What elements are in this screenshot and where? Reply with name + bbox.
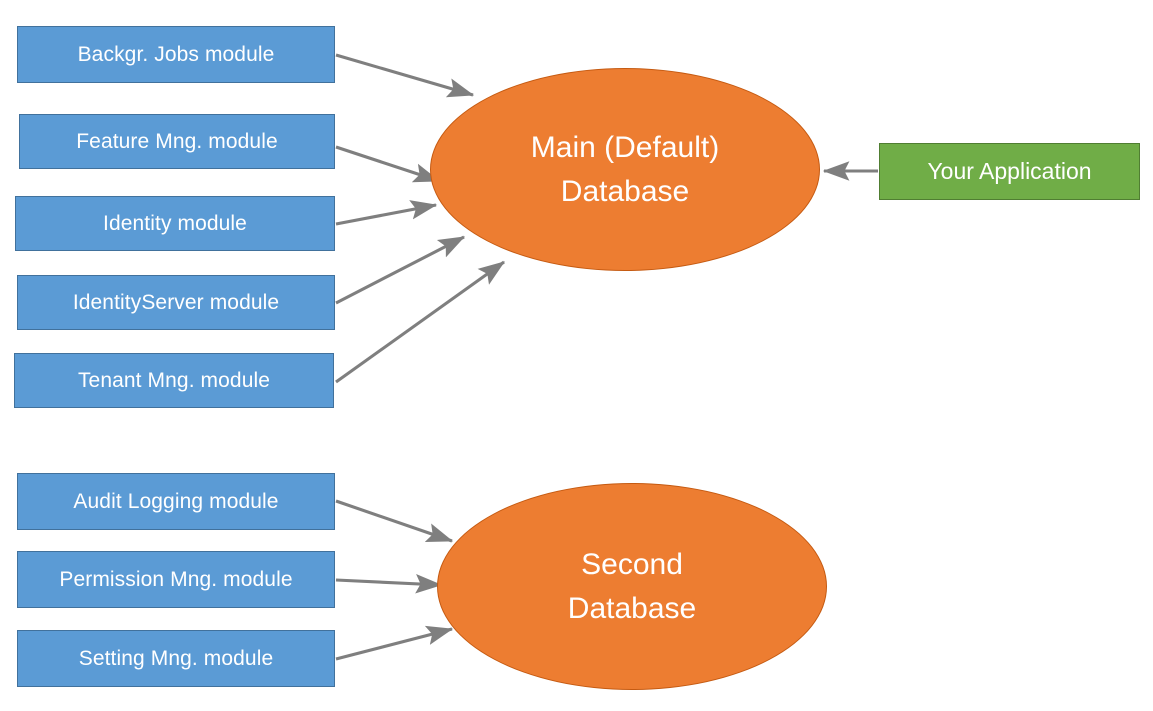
module-box-background-jobs[interactable]: Backgr. Jobs module — [17, 26, 335, 83]
module-box-setting-management[interactable]: Setting Mng. module — [17, 630, 335, 687]
module-label: IdentityServer module — [72, 290, 280, 314]
module-box-tenant-management[interactable]: Tenant Mng. module — [14, 353, 334, 408]
module-box-feature-management[interactable]: Feature Mng. module — [19, 114, 335, 169]
module-box-identityserver[interactable]: IdentityServer module — [17, 275, 335, 330]
database-label: Second Database — [567, 548, 697, 625]
module-label: Audit Logging module — [73, 489, 279, 513]
database-main-default[interactable]: Main (Default) Database — [430, 68, 820, 271]
module-label: Backgr. Jobs module — [77, 42, 275, 66]
module-label: Feature Mng. module — [76, 129, 278, 153]
module-label: Permission Mng. module — [59, 567, 293, 591]
connector-arrow — [335, 574, 443, 594]
module-label: Identity module — [103, 211, 247, 235]
module-box-audit-logging[interactable]: Audit Logging module — [17, 473, 335, 530]
connector-arrow — [335, 499, 454, 543]
application-label: Your Application — [927, 157, 1092, 184]
application-box[interactable]: Your Application — [879, 143, 1140, 200]
module-label: Tenant Mng. module — [77, 368, 271, 392]
module-label: Setting Mng. module — [78, 646, 274, 670]
module-box-identity[interactable]: Identity module — [15, 196, 335, 251]
database-second[interactable]: Second Database — [437, 483, 827, 690]
connector-arrow — [335, 625, 454, 661]
connector-arrow — [335, 53, 475, 98]
connector-arrow — [335, 145, 441, 183]
connector-arrow — [335, 200, 438, 226]
database-label: Main (Default) Database — [530, 131, 720, 208]
module-box-permission-management[interactable]: Permission Mng. module — [17, 551, 335, 608]
connector-arrow — [335, 260, 506, 384]
connector-arrow — [335, 235, 466, 305]
